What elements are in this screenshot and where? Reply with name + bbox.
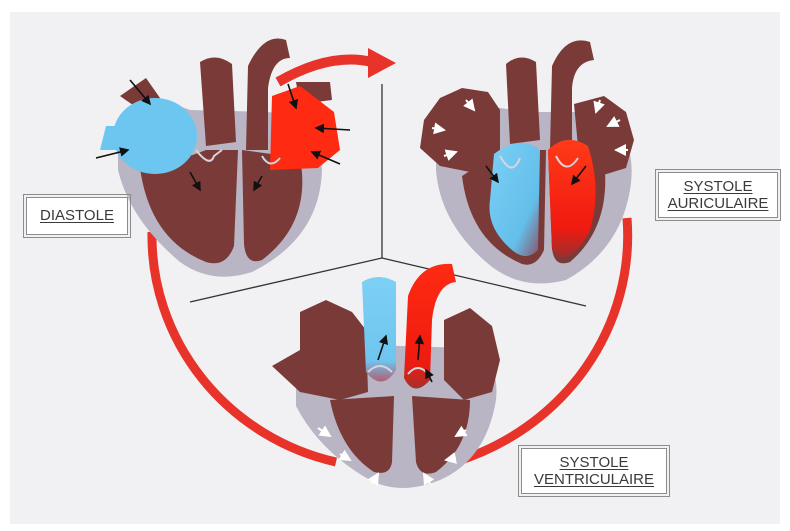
label-diastole-text: DIASTOLE xyxy=(27,207,127,224)
label-systole-auriculaire-line2: AURICULAIRE xyxy=(659,195,777,212)
label-systole-ventriculaire-line2: VENTRICULAIRE xyxy=(522,471,666,488)
label-systole-ventriculaire-line1: SYSTOLE xyxy=(522,454,666,471)
label-systole-auriculaire: SYSTOLE AURICULAIRE xyxy=(658,172,778,218)
label-diastole: DIASTOLE xyxy=(26,197,128,235)
label-systole-ventriculaire: SYSTOLE VENTRICULAIRE xyxy=(521,448,667,494)
label-systole-auriculaire-line1: SYSTOLE xyxy=(659,178,777,195)
